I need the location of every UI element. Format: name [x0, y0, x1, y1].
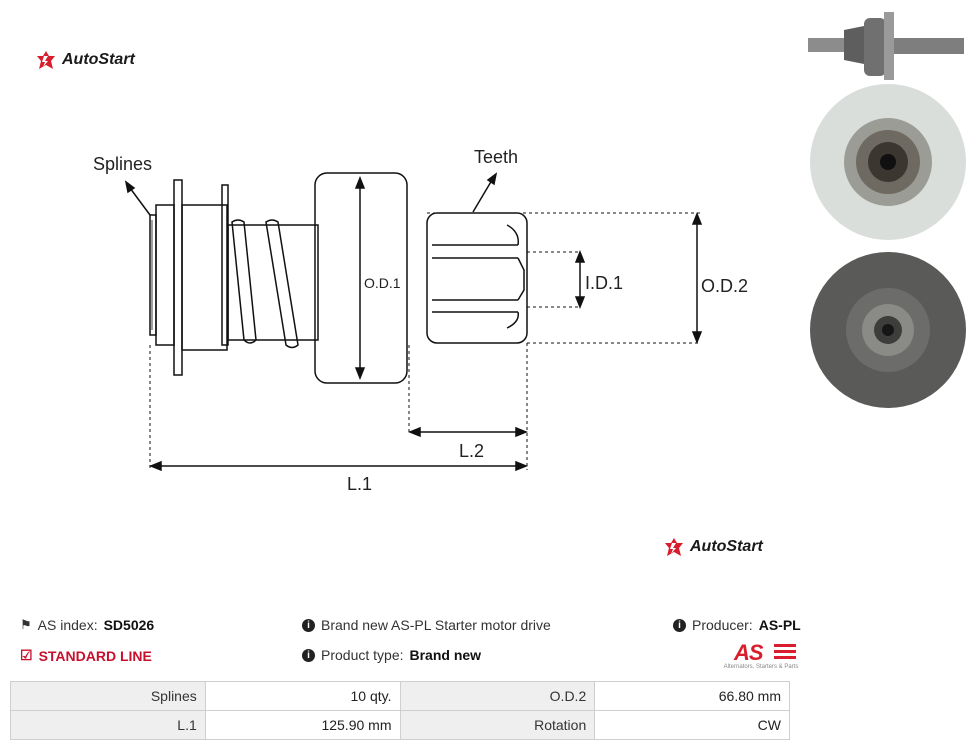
spring-coil-2	[265, 219, 299, 349]
producer-value: AS-PL	[758, 617, 801, 633]
spec-value: 125.90 mm	[204, 710, 401, 740]
product-photo-front	[810, 84, 966, 240]
spec-label: O.D.2	[399, 681, 596, 711]
starter-drive-diagram: Splines Teeth O.D.1 I.D.1 O.D.2 L.2 L.1	[93, 147, 748, 494]
product-description: i Brand new AS-PL Starter motor drive	[302, 617, 551, 633]
as-index-value: SD5026	[103, 617, 155, 633]
brand-name: AutoStart	[690, 538, 763, 555]
spec-value: CW	[594, 710, 790, 740]
spec-label: L.1	[10, 710, 206, 740]
clutch-barrel	[314, 172, 408, 384]
spec-value: 10 qty.	[204, 681, 401, 711]
label-od2: O.D.2	[701, 276, 748, 296]
spring-coil-1	[231, 219, 257, 344]
product-type-value: Brand new	[409, 647, 482, 663]
info-icon: i	[302, 648, 315, 662]
sleeve	[181, 204, 228, 351]
spline-end	[149, 214, 157, 336]
brand-name: AutoStart	[62, 51, 135, 68]
spec-label: Rotation	[399, 710, 596, 740]
autostart-logo-icon	[665, 538, 683, 556]
label-l2: L.2	[459, 441, 484, 461]
spring-shaft	[227, 224, 319, 341]
standard-line-badge: ☑ STANDARD LINE	[20, 647, 152, 664]
pinion-gear	[426, 212, 528, 344]
tag-icon: ⚑	[20, 617, 32, 632]
table-row: Splines 10 qty. O.D.2 66.80 mm	[10, 681, 790, 711]
label-od1: O.D.1	[364, 275, 401, 291]
hub-collar	[155, 204, 175, 346]
info-icon: i	[302, 618, 315, 632]
table-row: L.1 125.90 mm Rotation CW	[10, 710, 790, 740]
product-type: i Product type: Brand new	[302, 647, 481, 663]
spec-table: Splines 10 qty. O.D.2 66.80 mm L.1 125.9…	[10, 681, 790, 740]
spec-value: 66.80 mm	[594, 681, 790, 711]
checkbox-icon: ☑	[20, 647, 33, 663]
flange-plate	[173, 179, 183, 376]
label-id1: I.D.1	[585, 273, 623, 293]
label-teeth: Teeth	[474, 147, 518, 167]
label-l1: L.1	[347, 474, 372, 494]
product-photo-back	[810, 252, 966, 408]
spec-label: Splines	[10, 681, 206, 711]
info-icon: i	[673, 618, 686, 632]
autostart-logo-icon	[37, 51, 55, 69]
as-index: ⚑ AS index: SD5026	[20, 617, 155, 633]
producer: i Producer: AS-PL	[673, 617, 801, 633]
label-splines: Splines	[93, 154, 152, 174]
brand-logo-top: AutoStart	[36, 50, 135, 70]
as-pl-logo: AS Alternators, Starters & Parts	[723, 640, 799, 670]
product-photo-side	[808, 12, 964, 80]
brand-logo-bottom: AutoStart	[664, 537, 763, 557]
